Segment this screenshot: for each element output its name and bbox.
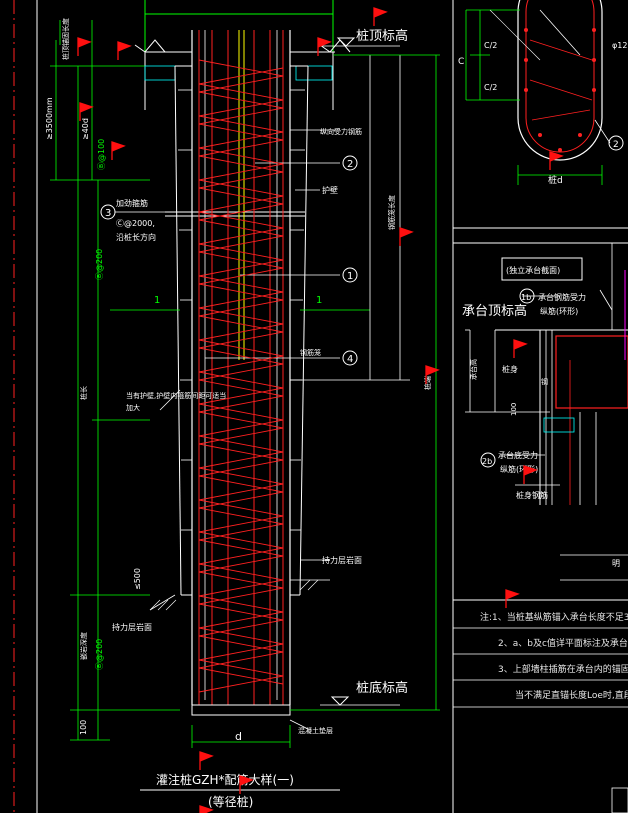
cap-pile: 桩身: [502, 364, 518, 374]
review-flag-icon: [549, 151, 564, 170]
callout-circles: [100, 135, 624, 468]
dim-c-half-a: C/2: [484, 41, 497, 50]
spacing-200: Ⓑ@200: [95, 249, 104, 280]
dim-40d: ≥40d: [81, 118, 90, 140]
review-flag-icon: [317, 37, 332, 56]
drawing-title: 灌注桩GZH*配筋大样(一): [156, 772, 294, 787]
drawing-subtitle: (等径桩): [208, 794, 253, 809]
label-main-bar: 纵向受力钢筋: [320, 127, 362, 136]
spacing-100: Ⓑ@100: [97, 139, 106, 170]
cap-label-2: 承台底受力: [498, 450, 538, 460]
dim-length: ≥3500mm: [45, 97, 54, 140]
section-mark-left: 1: [154, 295, 160, 306]
spiral-stirrup: [198, 59, 284, 693]
callout-4-text: 4: [347, 354, 353, 365]
note-3: 3、上部墙柱插筋在承台内的锚固:当满足: [498, 663, 628, 675]
callout-2-text: 2: [347, 159, 353, 170]
label-top-len: 桩顶锚固长度: [61, 18, 70, 60]
cap-100: 100: [510, 403, 518, 416]
cap-side: 钢: [541, 377, 548, 386]
pile-top-elevation: 桩顶标高: [356, 28, 408, 44]
dim-500: ≤500: [133, 568, 142, 590]
dim-d: d: [235, 730, 242, 743]
spiral-line: [198, 59, 284, 685]
review-flag-icon: [513, 339, 528, 358]
note-4: 当不满足直锚长度Loe时,直段≥0: [515, 689, 628, 701]
label-rock: 持力层岩面: [322, 555, 362, 565]
label-embed: 嵌岩深度: [79, 632, 88, 660]
callout-ring-2-text: 2: [613, 140, 619, 150]
review-flag-icon: [199, 751, 214, 770]
annotation-flags: [77, 7, 564, 813]
review-flag-icon: [373, 7, 388, 26]
cap-label-2b: 纵筋(环形): [500, 464, 538, 474]
review-flag-icon: [117, 41, 132, 60]
callout-cap-2b: 2b: [482, 457, 492, 466]
review-flag-icon: [523, 465, 538, 484]
dim-100: 100: [79, 720, 88, 735]
label-spiral: Ⓒ@2000,: [116, 219, 155, 228]
text-layer: 桩顶标高 桩底标高 承台顶标高 灌注桩GZH*配筋大样(一) (等径桩) d 桩…: [45, 18, 628, 809]
dim-d-ring: 桩d: [548, 174, 563, 186]
label-spacing-note-2: 加大: [126, 403, 140, 412]
linework-layer: [13, 0, 628, 813]
label-spacing-note: 当有护壁,护壁内箍筋间距可适当: [126, 391, 226, 400]
review-flag-icon: [505, 589, 520, 608]
review-flag-icon: [239, 775, 254, 794]
review-flag-icon: [425, 365, 440, 384]
label-pile-len: 桩长: [79, 386, 88, 400]
dim-phi: φ12: [612, 41, 627, 50]
callout-1-text: 1: [347, 271, 353, 282]
callout-cap-1b: 1b: [521, 293, 531, 302]
review-flag-icon: [77, 37, 92, 56]
dim-c-half-b: C/2: [484, 83, 497, 92]
cap-label-1b: 纵筋(环形): [540, 306, 578, 316]
callout-3-text: 3: [105, 208, 111, 219]
cap-height: 承台高: [469, 359, 478, 380]
label-protect: 护壁: [322, 185, 338, 195]
dim-c: C: [458, 57, 464, 67]
review-flag-icon: [79, 102, 94, 121]
note-1: 注:1、当桩基纵筋锚入承台长度不足35d时,直: [480, 611, 628, 623]
review-flag-icon: [399, 227, 414, 246]
cap-pile-bar: 桩身钢筋: [516, 490, 548, 500]
pile-bottom-elevation: 桩底标高: [356, 680, 408, 696]
spacing-200-b: Ⓑ@200: [95, 639, 104, 670]
cap-section-box: (独立承台截面): [506, 265, 560, 275]
label-rebar-cage: 钢筋笼: [300, 348, 321, 357]
label-rock-2: 持力层岩面: [112, 622, 152, 632]
note-2: 2、a、b及c值详平面标注及承台(CT: [498, 637, 628, 649]
cap-label-1: 承台钢筋受力: [538, 292, 586, 302]
label-stiff-ring: 加劲箍筋: [116, 198, 148, 208]
label-spiral-2: 沿桩长方向: [116, 232, 156, 242]
label-conc: 混凝土垫层: [298, 726, 333, 735]
label-pile-end: 桩端: [423, 376, 432, 390]
right-bottom-label: 明: [612, 559, 620, 568]
cap-top-elevation: 承台顶标高: [462, 303, 527, 319]
review-flag-icon: [111, 141, 126, 160]
spiral-line: [198, 67, 284, 693]
label-cage-length: 钢筋笼长度: [387, 195, 396, 230]
section-mark-right: 1: [316, 295, 322, 306]
